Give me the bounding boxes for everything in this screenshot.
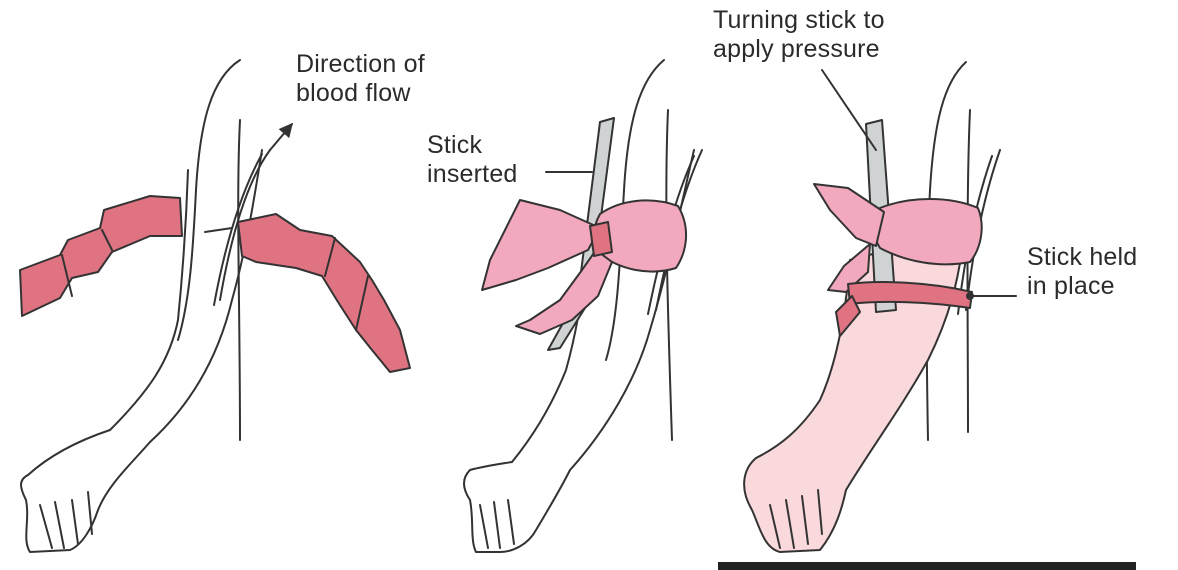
label-line: in place: [1027, 272, 1137, 301]
blood-flow-arrow: [270, 124, 292, 150]
bandage-knot: [590, 222, 612, 256]
hand-outline: [21, 442, 150, 552]
label-line: inserted: [427, 160, 518, 189]
bottom-bar: [718, 562, 1136, 570]
label-direction-of-blood-flow: Direction of blood flow: [296, 50, 425, 108]
label-line: Direction of: [296, 50, 425, 79]
finger-lines: [480, 500, 514, 548]
torso-edge: [968, 110, 971, 432]
bandage-ribbon-right: [238, 214, 410, 372]
upper-arm-inner: [150, 150, 262, 442]
label-line: apply pressure: [713, 35, 885, 64]
finger-lines: [40, 492, 92, 548]
upper-arm-inner: [570, 150, 694, 470]
forearm-outline: [28, 430, 110, 475]
label-line: blood flow: [296, 79, 425, 108]
stick-held-dot: [967, 293, 973, 299]
panel-1-bandage-placement: [20, 60, 410, 552]
torso-edge: [238, 120, 240, 440]
panel-3-stick-held: [744, 62, 1016, 552]
torso-edge: [666, 110, 672, 440]
bandage-ribbon: [20, 196, 182, 316]
label-turning-stick: Turning stick to apply pressure: [713, 6, 885, 64]
label-line: Turning stick to: [713, 6, 885, 35]
turning-stick-pointer: [822, 70, 876, 150]
label-stick-inserted: Stick inserted: [427, 131, 518, 189]
label-line: Stick held: [1027, 243, 1137, 272]
label-line: Stick: [427, 131, 518, 160]
artery-crossbar: [205, 228, 232, 232]
label-stick-held: Stick held in place: [1027, 243, 1137, 301]
